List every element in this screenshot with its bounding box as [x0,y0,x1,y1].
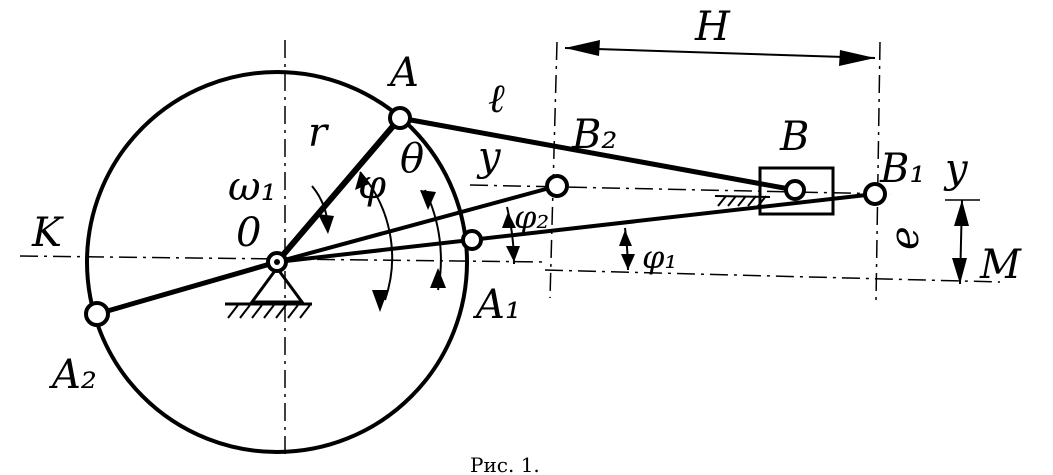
extreme-position-vertical-B1 [875,41,881,303]
horizontal-centerline-left [19,255,546,263]
arrow-up-e [954,200,969,226]
label-B1: B₁ [879,146,925,192]
label-l: ℓ [488,76,505,122]
arrow-down-e [952,258,967,284]
joint-A1 [461,229,483,251]
arrow-phi2-top [502,212,516,228]
slider-block [758,166,835,216]
ground-hatch [227,304,311,319]
arrow-theta-top [420,190,436,210]
stroke-dimension-line [564,47,876,59]
joint-B [784,179,806,201]
arrow-phi [372,290,388,312]
label-O: 0 [236,210,261,256]
joint-O-inner [274,259,280,265]
slider-axis-line [469,184,891,195]
arrow-right-H [839,50,875,66]
figure-caption: Рис. 1. [470,453,540,475]
slider-guide-hatch [717,195,767,207]
arrow-theta-bottom [430,268,446,288]
joint-A2 [84,301,110,327]
label-y-right: y [943,146,969,192]
extreme-position-vertical-B2 [549,41,558,299]
rod-O-B1 [276,192,876,264]
rod-O-B2 [276,184,558,264]
label-B: B [779,114,809,160]
joint-A [388,106,412,130]
label-B2: B₂ [571,112,617,158]
joint-B1 [863,182,887,206]
arrow-omega1 [318,214,334,234]
label-omega1: ω₁ [228,164,277,210]
crank-circle [85,70,469,454]
crank-O-A2 [96,259,278,317]
arrow-left-H [565,40,600,56]
label-e: e [882,226,928,250]
joint-B2 [545,174,569,198]
arrow-phi2-bottom [506,246,520,262]
label-y-mid: y [476,134,502,180]
label-phi: φ [358,162,386,208]
arrow-phi-top [355,172,369,190]
arrow-phi1-top [619,230,632,246]
angle-arc-phi2 [506,206,515,265]
label-M: M [979,242,1022,288]
label-theta: θ [400,136,424,182]
ground-support-triangle [249,265,305,304]
label-A: A [386,50,419,96]
label-K: K [31,210,64,256]
crank-OA [274,116,403,264]
slider-guide-line [714,195,771,198]
label-phi1: φ₁ [642,238,677,276]
label-A1: A₁ [472,282,521,328]
label-phi2: φ₂ [514,198,549,236]
base-line-M [544,269,1001,283]
connecting-rod-AB [399,115,796,193]
angle-arc-phi [359,171,394,301]
arrow-phi1-bottom [621,254,635,270]
label-A2: A₂ [48,352,97,398]
label-r: r [308,110,330,156]
label-H: H [694,4,731,50]
